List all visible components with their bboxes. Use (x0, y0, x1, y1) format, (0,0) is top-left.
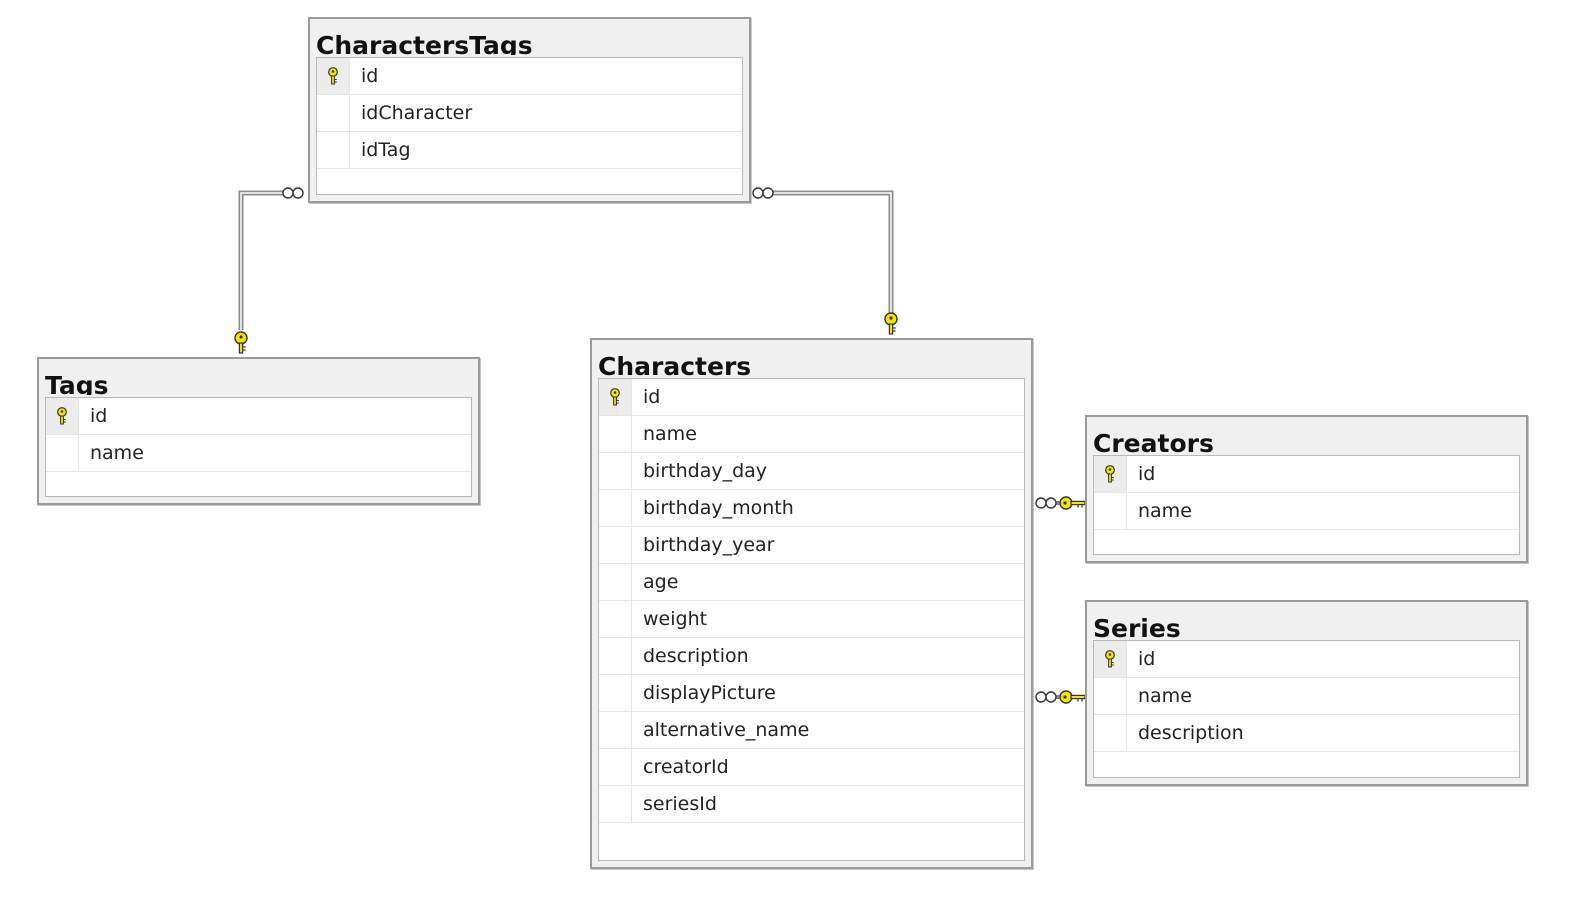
relation-characters-series[interactable] (1035, 690, 1086, 704)
key-icon (1059, 690, 1086, 704)
column-row-idcharacter[interactable]: idCharacter (317, 95, 742, 132)
row-selector[interactable] (599, 416, 632, 452)
infinity-icon (1035, 691, 1057, 703)
column-name: displayPicture (643, 682, 776, 704)
column-row-weight[interactable]: weight (599, 601, 1024, 638)
column-list: id name birthday_day birthday_month birthday… (598, 378, 1025, 861)
row-selector[interactable] (1094, 641, 1127, 677)
column-row-id[interactable]: id (317, 58, 742, 95)
table-characters-tags[interactable]: CharactersTags id idCharacter idTag (308, 17, 751, 203)
row-selector[interactable] (599, 786, 632, 822)
column-name: description (643, 645, 749, 667)
relation-characterstags-characters[interactable] (752, 187, 898, 335)
infinity-icon (282, 187, 304, 199)
column-list: id idCharacter idTag (316, 57, 743, 195)
table-tags[interactable]: Tags id name (37, 357, 480, 505)
column-row-description[interactable]: description (599, 638, 1024, 675)
column-row-name[interactable]: name (1094, 493, 1519, 530)
column-name: idCharacter (361, 102, 473, 124)
column-row-name[interactable]: name (599, 416, 1024, 453)
key-icon (884, 312, 898, 335)
table-title: Tags (45, 371, 109, 395)
row-selector[interactable] (1094, 456, 1127, 492)
row-selector[interactable] (599, 638, 632, 674)
relation-characters-creators[interactable] (1035, 496, 1086, 510)
column-row-creatorid[interactable]: creatorId (599, 749, 1024, 786)
column-name: birthday_month (643, 497, 794, 519)
column-row-displaypicture[interactable]: displayPicture (599, 675, 1024, 712)
column-name: idTag (361, 139, 411, 161)
column-row-id[interactable]: id (1094, 456, 1519, 493)
column-row-id[interactable]: id (599, 379, 1024, 416)
column-name: weight (643, 608, 708, 630)
row-selector[interactable] (599, 601, 632, 637)
column-name: id (1138, 648, 1156, 670)
column-name: seriesId (643, 793, 717, 815)
table-title: Characters (598, 352, 752, 376)
row-selector[interactable] (317, 132, 350, 168)
row-selector[interactable] (599, 712, 632, 748)
row-selector[interactable] (599, 675, 632, 711)
column-name: id (643, 386, 661, 408)
column-row-age[interactable]: age (599, 564, 1024, 601)
column-row-birthday-month[interactable]: birthday_month (599, 490, 1024, 527)
table-title: Series (1093, 614, 1181, 638)
key-icon (234, 331, 248, 354)
column-name: name (1138, 500, 1192, 522)
key-icon (1059, 496, 1086, 510)
column-row-id[interactable]: id (1094, 641, 1519, 678)
table-series[interactable]: Series id name description (1085, 600, 1528, 786)
infinity-icon (752, 187, 774, 199)
column-row-id[interactable]: id (46, 398, 471, 435)
column-row-seriesid[interactable]: seriesId (599, 786, 1024, 823)
column-name: name (90, 442, 144, 464)
row-selector[interactable] (599, 453, 632, 489)
row-selector[interactable] (599, 527, 632, 563)
row-selector[interactable] (599, 379, 632, 415)
column-list: id name description (1093, 640, 1520, 778)
column-name: creatorId (643, 756, 729, 778)
column-row-description[interactable]: description (1094, 715, 1519, 752)
column-name: description (1138, 722, 1244, 744)
table-characters[interactable]: Characters id name birthday_day birthday_mo… (590, 338, 1033, 869)
column-list: id name (1093, 455, 1520, 555)
table-title: CharactersTags (316, 31, 533, 55)
column-row-idtag[interactable]: idTag (317, 132, 742, 169)
column-row-name[interactable]: name (1094, 678, 1519, 715)
row-selector[interactable] (46, 398, 79, 434)
table-title: Creators (1093, 429, 1214, 453)
row-selector[interactable] (599, 749, 632, 785)
column-name: id (90, 405, 108, 427)
column-row-birthday-year[interactable]: birthday_year (599, 527, 1024, 564)
row-selector[interactable] (46, 435, 79, 471)
column-name: age (643, 571, 679, 593)
column-name: name (643, 423, 697, 445)
row-selector[interactable] (599, 490, 632, 526)
column-name: alternative_name (643, 719, 810, 741)
infinity-icon (1035, 497, 1057, 509)
column-name: birthday_year (643, 534, 775, 556)
table-creators[interactable]: Creators id name (1085, 415, 1528, 563)
column-name: id (361, 65, 379, 87)
column-name: name (1138, 685, 1192, 707)
column-list: id name (45, 397, 472, 497)
column-row-alternative-name[interactable]: alternative_name (599, 712, 1024, 749)
row-selector[interactable] (1094, 493, 1127, 529)
row-selector[interactable] (317, 58, 350, 94)
relation-characterstags-tags[interactable] (234, 187, 304, 354)
row-selector[interactable] (1094, 715, 1127, 751)
column-row-name[interactable]: name (46, 435, 471, 472)
row-selector[interactable] (317, 95, 350, 131)
row-selector[interactable] (599, 564, 632, 600)
column-name: birthday_day (643, 460, 768, 482)
column-row-birthday-day[interactable]: birthday_day (599, 453, 1024, 490)
row-selector[interactable] (1094, 678, 1127, 714)
column-name: id (1138, 463, 1156, 485)
